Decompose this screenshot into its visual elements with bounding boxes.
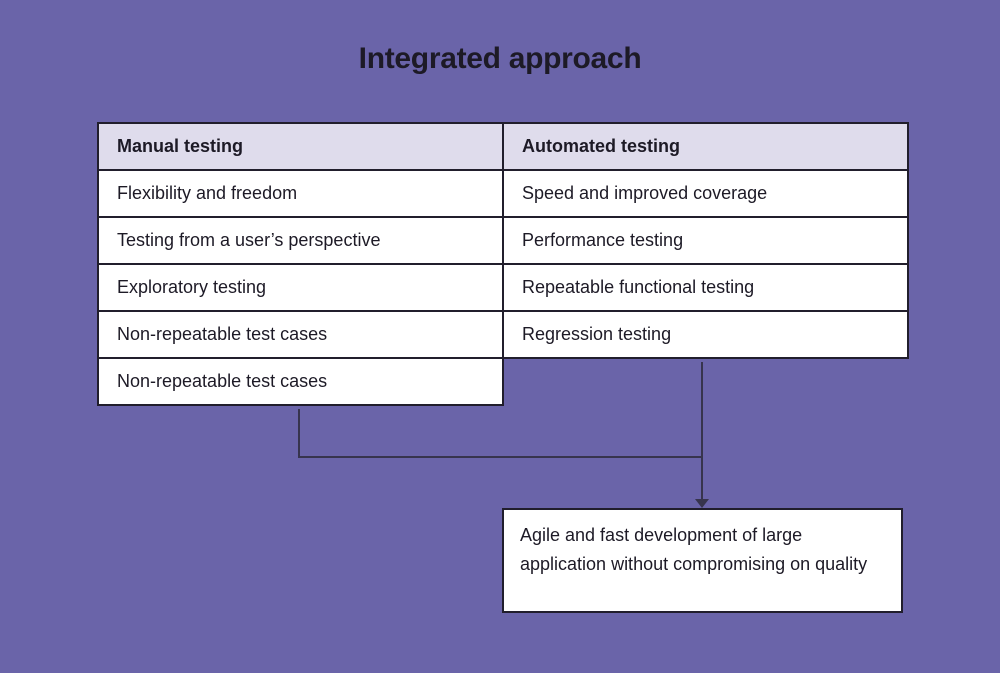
- arrow-down-icon: [695, 499, 709, 508]
- connector-line-horizontal: [298, 456, 703, 458]
- cell-manual-5: Non-repeatable test cases: [97, 357, 504, 406]
- cell-manual-2: Testing from a user’s perspective: [97, 216, 504, 265]
- comparison-table: Manual testing Automated testing Flexibi…: [97, 122, 909, 406]
- cell-automated-4: Regression testing: [502, 310, 909, 359]
- header-automated-testing: Automated testing: [502, 122, 909, 171]
- diagram-title: Integrated approach: [358, 42, 642, 75]
- table-row: Non-repeatable test cases: [97, 357, 908, 406]
- table-header-row: Manual testing Automated testing: [97, 122, 909, 171]
- connector-line-right-vertical: [701, 362, 703, 500]
- cell-automated-3: Repeatable functional testing: [502, 263, 909, 312]
- cell-manual-1: Flexibility and freedom: [97, 169, 504, 218]
- table-row: Non-repeatable test cases Regression tes…: [97, 310, 909, 359]
- cell-empty: [503, 358, 908, 405]
- cell-manual-4: Non-repeatable test cases: [97, 310, 504, 359]
- table-row: Flexibility and freedom Speed and improv…: [97, 169, 909, 218]
- table-row: Exploratory testing Repeatable functiona…: [97, 263, 909, 312]
- header-manual-testing: Manual testing: [97, 122, 504, 171]
- cell-automated-1: Speed and improved coverage: [502, 169, 909, 218]
- cell-manual-3: Exploratory testing: [97, 263, 504, 312]
- connector-line-left-vertical: [298, 409, 300, 458]
- table-row: Testing from a user’s perspective Perfor…: [97, 216, 909, 265]
- cell-automated-2: Performance testing: [502, 216, 909, 265]
- result-box: Agile and fast development of large appl…: [502, 508, 903, 613]
